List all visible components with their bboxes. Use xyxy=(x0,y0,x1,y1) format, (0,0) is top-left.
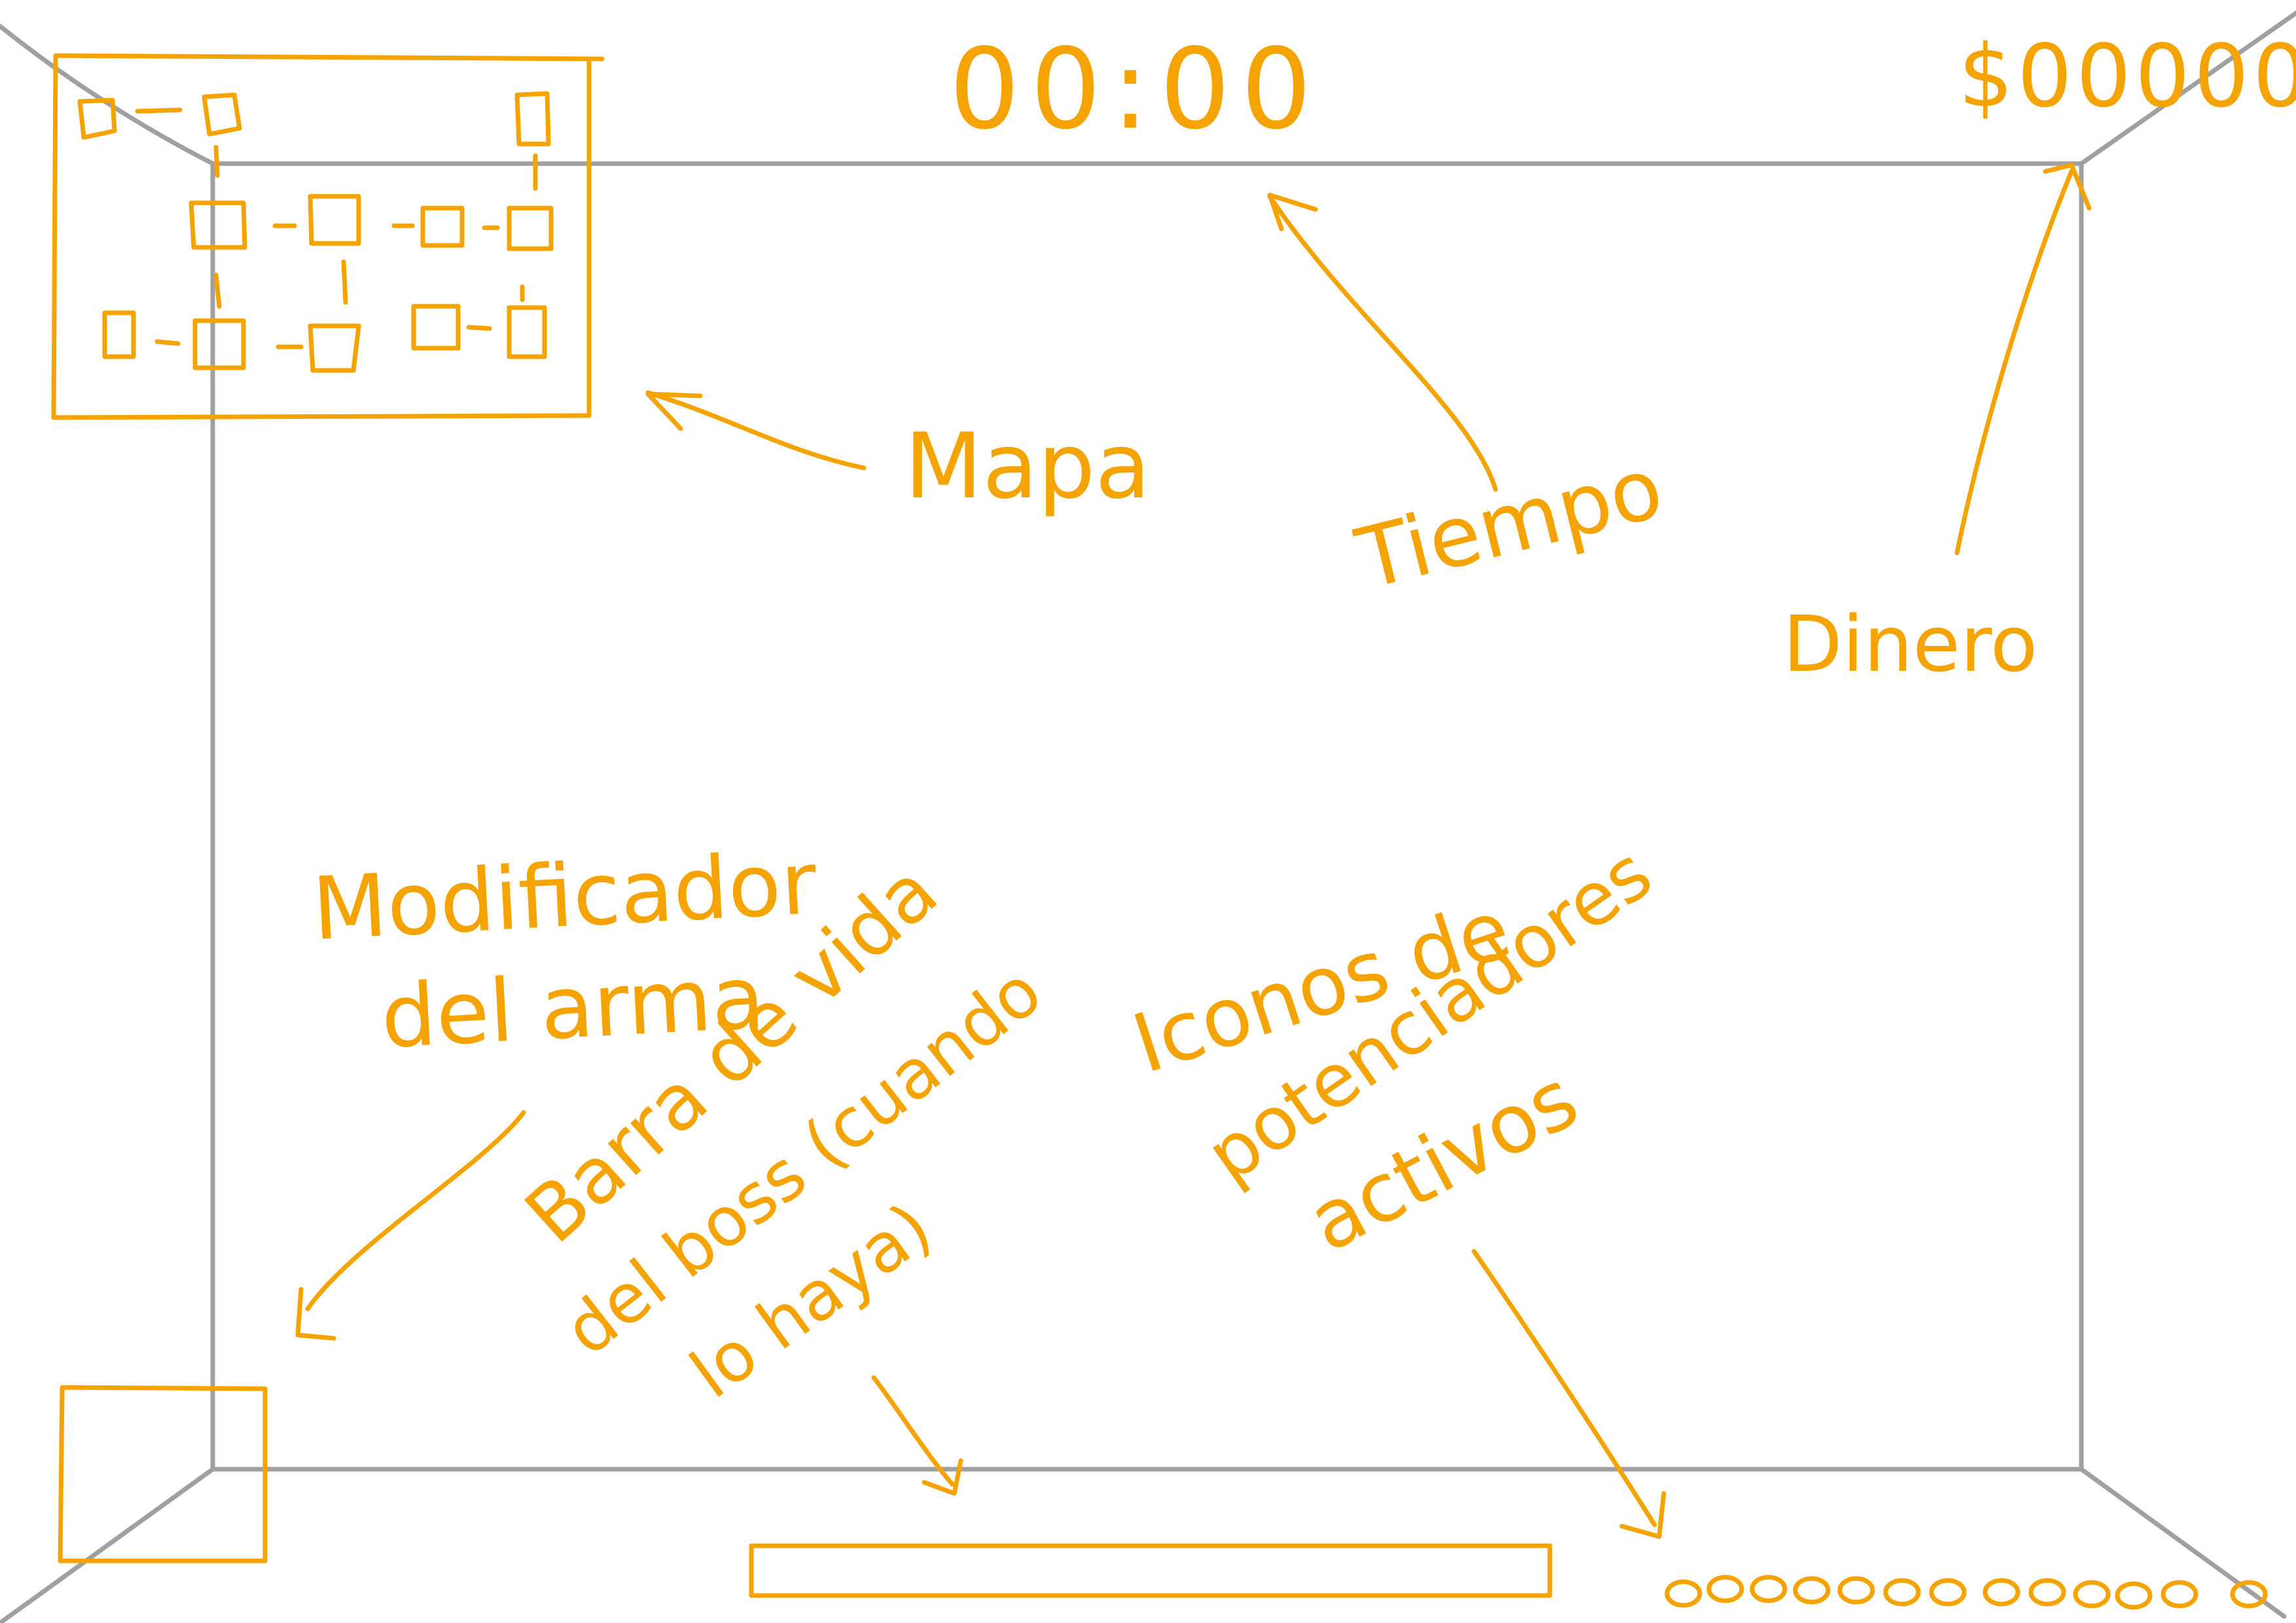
inner-screen-rect xyxy=(210,161,2084,1472)
powerup-icon xyxy=(1929,1578,1967,1607)
powerup-icon xyxy=(2028,1578,2066,1607)
minimap-room xyxy=(77,91,554,373)
minimap-border xyxy=(51,53,605,420)
weapon-modifier-slot xyxy=(58,1385,268,1563)
arrow-to-boss-bar xyxy=(871,1375,963,1496)
arrow-to-powerups xyxy=(1471,1249,1666,1539)
label-weapon-modifier-line2: del arma xyxy=(379,948,767,1068)
timer-display: 00:00 xyxy=(949,25,1322,154)
powerup-icon xyxy=(1793,1576,1831,1605)
powerup-icon xyxy=(1749,1575,1787,1603)
frame-corner-bottom-left xyxy=(0,1467,215,1623)
powerup-icon xyxy=(2230,1580,2268,1609)
powerup-icon xyxy=(1706,1575,1744,1603)
money-display: $00000 xyxy=(1958,26,2296,127)
powerup-icon xyxy=(1664,1579,1702,1608)
arrow-to-timer xyxy=(1267,192,1498,492)
arrow-to-money xyxy=(1954,162,2092,556)
powerup-icon xyxy=(1837,1576,1875,1605)
boss-health-bar xyxy=(749,1543,1552,1598)
powerup-icons xyxy=(1664,1575,2268,1610)
powerup-icon xyxy=(1883,1578,1921,1607)
screen-frame xyxy=(0,10,2296,1623)
label-map: Mapa xyxy=(905,414,1151,519)
label-time: Tiempo xyxy=(1347,439,1672,609)
minimap xyxy=(51,53,605,420)
frame-corner-bottom-right xyxy=(2079,1467,2287,1619)
powerup-icon xyxy=(2115,1581,2153,1610)
powerup-icon xyxy=(2161,1580,2198,1609)
powerup-icon xyxy=(2073,1580,2111,1609)
label-weapon-modifier-line1: Modificador xyxy=(310,833,819,960)
frame-corner-top-left xyxy=(0,24,215,166)
arrow-to-map xyxy=(645,390,867,471)
label-money: Dinero xyxy=(1783,599,2037,689)
powerup-icon xyxy=(1982,1578,2020,1607)
frame-corner-top-right xyxy=(2079,10,2296,166)
arrow-to-weapon-slot xyxy=(295,1110,526,1341)
minimap-connector xyxy=(135,107,538,349)
